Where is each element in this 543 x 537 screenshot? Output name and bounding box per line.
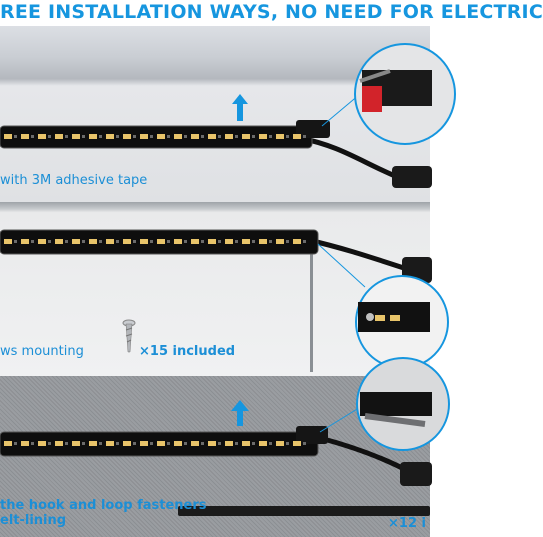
led-chip	[89, 239, 97, 244]
connector-plug	[400, 462, 432, 486]
led-chip	[123, 134, 131, 139]
led-chip	[38, 239, 46, 244]
up-arrow-icon	[232, 94, 248, 121]
led-chip	[72, 134, 80, 139]
led-chip	[123, 239, 131, 244]
led-chip	[55, 134, 63, 139]
led-chip	[191, 239, 199, 244]
led-chip	[191, 441, 199, 446]
led-chip	[174, 441, 182, 446]
led-chip	[293, 134, 301, 139]
up-arrow-icon	[231, 400, 249, 426]
led-chip	[191, 134, 199, 139]
led-chip	[259, 239, 267, 244]
power-cable	[307, 237, 411, 273]
led-chip	[208, 239, 216, 244]
led-chip	[4, 134, 12, 139]
led-chip	[38, 441, 46, 446]
adhesive-caption: with 3M adhesive tape	[0, 173, 148, 188]
page-title: REE INSTALLATION WAYS, NO NEED FOR ELECT…	[0, 0, 543, 26]
led-chip	[174, 134, 182, 139]
led-chip	[89, 441, 97, 446]
strap-count: ×12 i	[388, 516, 426, 531]
led-chip	[276, 441, 284, 446]
led-chip	[89, 134, 97, 139]
led-chip	[106, 239, 114, 244]
zoom-circle-icon	[355, 275, 449, 369]
led-chip	[140, 134, 148, 139]
led-chip	[21, 134, 29, 139]
led-chip	[21, 239, 29, 244]
led-chip	[106, 134, 114, 139]
section-screw-mounting: ws mounting ×15 included	[0, 202, 449, 376]
led-chip	[123, 441, 131, 446]
screw-caption: ws mounting	[0, 344, 84, 359]
led-chip	[293, 441, 301, 446]
led-chip	[208, 134, 216, 139]
led-chip	[21, 441, 29, 446]
led-chip	[140, 441, 148, 446]
led-chip	[174, 239, 182, 244]
led-chip	[242, 239, 250, 244]
led-chip	[259, 441, 267, 446]
connector-plug	[392, 166, 432, 188]
led-chip	[4, 441, 12, 446]
led-chip	[157, 239, 165, 244]
led-chip	[72, 441, 80, 446]
power-cable	[299, 135, 396, 179]
led-chip	[225, 239, 233, 244]
led-chip	[4, 239, 12, 244]
led-chip	[208, 441, 216, 446]
led-chip	[55, 441, 63, 446]
led-chip	[276, 239, 284, 244]
led-chip	[106, 441, 114, 446]
led-chip	[242, 441, 250, 446]
zoom-circle-icon	[354, 43, 456, 145]
led-chip	[157, 441, 165, 446]
led-chip	[259, 134, 267, 139]
led-chip	[157, 134, 165, 139]
hook-loop-caption-1: the hook and loop fasteners	[0, 498, 207, 513]
led-chip	[225, 441, 233, 446]
led-chip	[276, 134, 284, 139]
hook-loop-caption-2: elt-lining	[0, 513, 67, 528]
section-hook-loop: the hook and loop fasteners elt-lining ×…	[0, 357, 450, 537]
led-chip	[72, 239, 80, 244]
led-chip	[140, 239, 148, 244]
zoom-circle-icon	[356, 357, 450, 451]
led-chip	[225, 134, 233, 139]
screw-count: ×15 included	[139, 344, 236, 359]
led-chip	[38, 134, 46, 139]
section-adhesive-tape: with 3M adhesive tape	[0, 26, 456, 202]
led-strip-1	[0, 120, 330, 149]
led-chip	[55, 239, 63, 244]
led-chip	[242, 134, 250, 139]
led-chip	[293, 239, 301, 244]
velcro-strap	[178, 506, 430, 516]
screw-icon	[122, 319, 136, 353]
